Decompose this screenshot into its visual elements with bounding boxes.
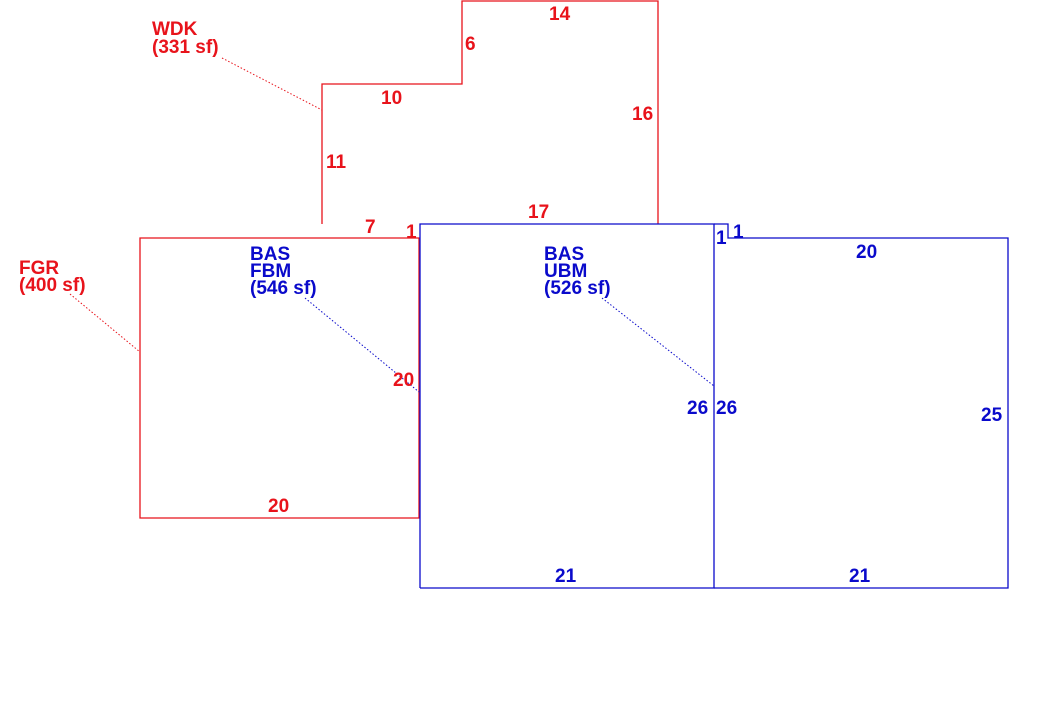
dim-wdk-small: 1	[406, 222, 417, 243]
dim-wdk-top: 14	[549, 4, 571, 25]
wdk-code-label: WDK	[152, 19, 198, 40]
fbm-code-label: FBM	[250, 261, 291, 282]
wdk-leader-line	[221, 57, 323, 111]
fgr-leader-line	[69, 293, 141, 353]
dim-wdk-step-vertical: 6	[465, 34, 476, 55]
dim-wdk-bottom-left: 7	[365, 217, 376, 238]
dim-ubm-jog-top: 1	[733, 222, 744, 243]
dim-wdk-step-horizontal: 10	[381, 88, 402, 109]
fbm-area-label: (546 sf)	[250, 278, 317, 299]
fbm-leader-line	[304, 297, 420, 393]
dim-ubm-bottom: 21	[849, 566, 871, 587]
dim-ubm-right: 25	[981, 405, 1003, 426]
fgr-area-label: (400 sf)	[19, 275, 86, 296]
wdk-area-label: (331 sf)	[152, 37, 219, 58]
dim-ubm-left: 26	[716, 398, 737, 419]
bas-ubm-outline	[714, 223, 1009, 589]
dim-fgr-right: 20	[393, 370, 414, 391]
fgr-outline	[139, 237, 420, 519]
fbm-bas-label: BAS	[250, 244, 290, 265]
dim-wdk-left: 11	[326, 152, 347, 173]
dim-wdk-bottom: 17	[528, 202, 549, 223]
dim-fbm-bottom: 21	[555, 566, 577, 587]
dim-wdk-right: 16	[632, 104, 653, 125]
ubm-area-label: (526 sf)	[544, 278, 611, 299]
dim-fbm-right: 26	[687, 398, 708, 419]
dim-fgr-bottom: 20	[268, 496, 289, 517]
wdk-outline	[321, 0, 659, 224]
fgr-code-label: FGR	[19, 258, 59, 279]
ubm-leader-line	[601, 297, 715, 387]
ubm-code-label: UBM	[544, 261, 587, 282]
dim-ubm-jog-left: 1	[716, 228, 727, 249]
ubm-bas-label: BAS	[544, 244, 584, 265]
dim-ubm-top: 20	[856, 242, 877, 263]
